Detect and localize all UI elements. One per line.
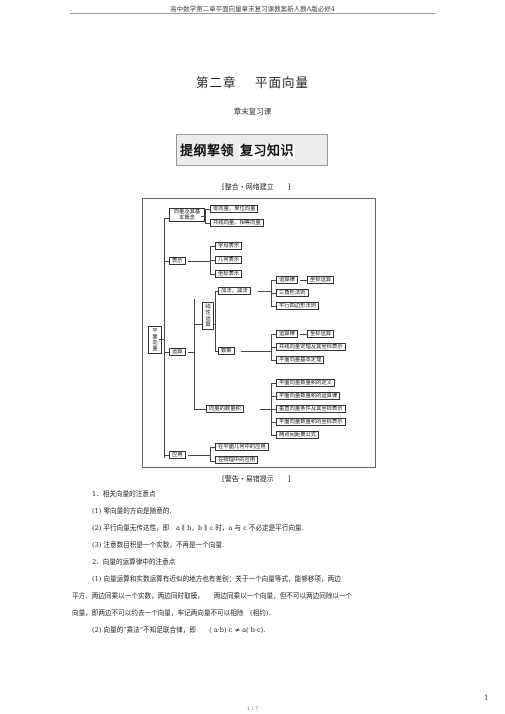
body-line: (1) 零向量的方向是随意的. xyxy=(92,507,172,515)
body-line: (2) 向量的“乘法”不知足联合律，即 ( a·b) c ≠ a( b·c). xyxy=(92,626,266,634)
addsub-rule: 平行四边形法则 xyxy=(276,302,320,310)
repr-item: 字母表示 xyxy=(215,242,243,250)
dot-item: 平面向量数量积的定义 xyxy=(276,379,335,387)
dot-item: 两点间距离公式 xyxy=(276,431,320,439)
body-line: (1) 向量运算和实数运算有近似的地方也有差别：关于一个向量等式，能够移项，两边 xyxy=(92,575,341,583)
linear-ops: 线性运算 xyxy=(202,302,214,330)
section-network: [整合・网络建立 ] xyxy=(222,183,291,191)
body-line: 1．相关向量的注意点 xyxy=(92,490,156,498)
dot-item: 平面向量数量积的坐标表示 xyxy=(276,418,346,426)
body-line: 平方、两边同乘以一个实数，两边同时取模， 两边同乘以一个向量，但不可以两边同除以… xyxy=(72,592,353,600)
concept-item: 共线向量、相等向量 xyxy=(210,219,264,227)
mindmap-ops: 运算 xyxy=(169,348,186,356)
body-line: 2．向量的运算律中的注意点 xyxy=(92,558,176,566)
app-item: 在平面几何中的应用 xyxy=(215,443,269,451)
nm-coord: 坐标运算 xyxy=(307,330,335,338)
body-line: (3) 注意数目积是一个实数，不再是一个向量. xyxy=(92,541,225,549)
app-item: 在物理中的应用 xyxy=(215,456,259,464)
repr-item: 坐标表示 xyxy=(215,270,243,278)
mindmap-root: 平面向量 xyxy=(148,326,162,354)
number-mult: 数乘 xyxy=(218,347,235,355)
concept-item: 零向量、单位向量 xyxy=(210,205,259,213)
nm-item: 运算律 xyxy=(276,330,298,338)
mindmap-repr: 表示 xyxy=(169,257,186,265)
body-line: (2) 平行向量无传达性，即 a ∥ b，b ∥ c 时，a 与 c 不必定是平… xyxy=(92,524,304,532)
page-footer: 1 / 7 xyxy=(246,706,259,712)
banner-text: 提纲挈领 复习知识 xyxy=(180,140,296,159)
dot-item: 垂直向量条件及其坐标表示 xyxy=(276,405,346,413)
banner-part2: 复习知识 xyxy=(239,144,296,159)
chapter-subtitle: 章末复习课 xyxy=(233,107,272,116)
addsub-rule: 三角形法则 xyxy=(276,289,309,297)
dot-product: 向量的数量积 xyxy=(206,405,244,413)
dot-item: 平面向量数量积的运算律 xyxy=(276,392,341,400)
mindmap-concept: 向量及其基本概念 xyxy=(169,208,205,222)
addsub: 加法、减法 xyxy=(218,287,251,295)
page-number: 1 xyxy=(484,694,489,702)
header-rule xyxy=(70,13,435,14)
page-header: 高中数学第二章平面向量章末复习课教案新人教A版必修4 xyxy=(170,5,335,13)
knowledge-mindmap: 平面向量 向量及其基本概念 零向量、单位向量 共线向量、相等向量 表示 字母表示… xyxy=(142,198,376,468)
chapter-title: 第二章 平面向量 xyxy=(196,75,309,90)
banner-part1: 提纲挈领 xyxy=(180,144,235,159)
section-warnings: [警告・易错提示 ] xyxy=(222,475,291,483)
repr-item: 几何表示 xyxy=(215,256,243,264)
addsub-coord: 坐标运算 xyxy=(307,276,335,284)
nm-item: 平面向量基本定理 xyxy=(276,356,325,364)
review-banner: 提纲挈领 复习知识 xyxy=(176,134,328,166)
body-line: 向量，即两边不可以约去一个向量，牢记两向量不可以相除 (相约). xyxy=(72,609,271,617)
mindmap-app: 应用 xyxy=(169,451,186,459)
nm-item: 共线向量定理及其坐标表示 xyxy=(276,343,346,351)
addsub-rule: 运算律 xyxy=(276,276,298,284)
trunk-line xyxy=(164,218,165,458)
